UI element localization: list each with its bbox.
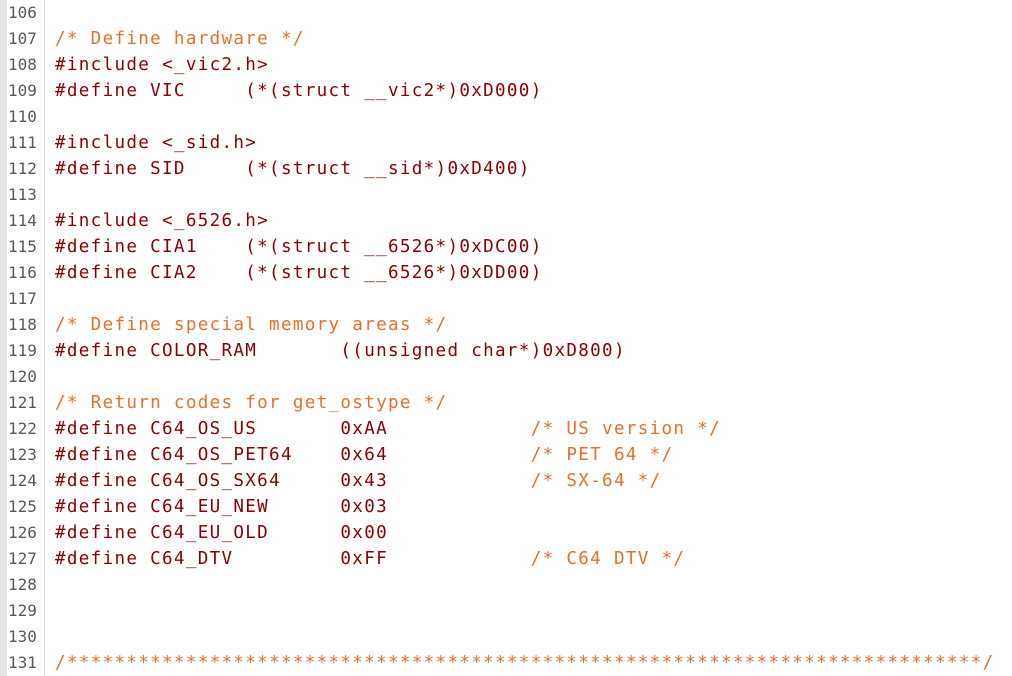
line-number: 113	[8, 185, 37, 204]
preprocessor-text: #define SID (*(struct __sid*)0xD400)	[55, 159, 531, 179]
line-number: 123	[8, 445, 37, 464]
preprocessor-text: #define C64_EU_NEW 0x03	[55, 497, 388, 517]
line-content[interactable]: #define C64_DTV 0xFF /* C64 DTV */	[55, 546, 685, 572]
line-number: 112	[8, 159, 37, 178]
editor-margin	[0, 0, 7, 676]
line-number: 107	[8, 29, 37, 48]
code-line[interactable]: 123 #define C64_OS_PET64 0x64 /* PET 64 *…	[0, 442, 1012, 468]
code-line[interactable]: 108 #include <_vic2.h>	[0, 52, 1012, 78]
line-number: 118	[8, 315, 37, 334]
code-line[interactable]: 127 #define C64_DTV 0xFF /* C64 DTV */	[0, 546, 1012, 572]
code-line[interactable]: 125 #define C64_EU_NEW 0x03	[0, 494, 1012, 520]
line-number: 106	[8, 3, 37, 22]
comment-text: /***************************************…	[55, 653, 995, 673]
line-number: 130	[8, 627, 37, 646]
line-number: 126	[8, 523, 37, 542]
line-content[interactable]: #define C64_EU_NEW 0x03	[55, 494, 388, 520]
line-content[interactable]: #include <_sid.h>	[55, 130, 257, 156]
line-number: 109	[8, 81, 37, 100]
preprocessor-text: #define CIA2 (*(struct __6526*)0xDD00)	[55, 263, 543, 283]
line-number: 110	[8, 107, 37, 126]
preprocessor-text: #define C64_EU_OLD 0x00	[55, 523, 388, 543]
line-number: 124	[8, 471, 37, 490]
code-line[interactable]: 109 #define VIC (*(struct __vic2*)0xD000)	[0, 78, 1012, 104]
code-line[interactable]: 121 /* Return codes for get_ostype */	[0, 390, 1012, 416]
preprocessor-text: #define C64_OS_PET64 0x64	[55, 445, 531, 465]
code-line[interactable]: 106	[0, 0, 1012, 26]
trailing-comment: /* US version */	[530, 419, 721, 439]
line-number: 125	[8, 497, 37, 516]
line-number: 111	[8, 133, 37, 152]
line-content[interactable]: /* Define hardware */	[55, 26, 305, 52]
code-line[interactable]: 107 /* Define hardware */	[0, 26, 1012, 52]
line-content[interactable]: #define SID (*(struct __sid*)0xD400)	[55, 156, 531, 182]
line-number: 114	[8, 211, 37, 230]
code-line[interactable]: 119 #define COLOR_RAM ((unsigned char*)0x…	[0, 338, 1012, 364]
trailing-comment: /* C64 DTV */	[530, 549, 686, 569]
code-line[interactable]: 111 #include <_sid.h>	[0, 130, 1012, 156]
trailing-comment: /* PET 64 */	[530, 445, 674, 465]
line-content[interactable]: #include <_6526.h>	[55, 208, 269, 234]
line-content[interactable]: #define C64_OS_PET64 0x64 /* PET 64 */	[55, 442, 673, 468]
line-number-gutter	[7, 0, 45, 676]
line-content[interactable]: /* Define special memory areas */	[55, 312, 447, 338]
line-content[interactable]: #define C64_OS_SX64 0x43 /* SX-64 */	[55, 468, 662, 494]
line-content[interactable]: #define C64_OS_US 0xAA /* US version */	[55, 416, 721, 442]
comment-text: /* Define hardware */	[55, 29, 305, 49]
comment-text: /* Define special memory areas */	[55, 315, 448, 335]
comment-text: /* Return codes for get_ostype */	[55, 393, 448, 413]
line-number: 117	[8, 289, 37, 308]
preprocessor-text: #include <_sid.h>	[55, 133, 258, 153]
line-number: 119	[8, 341, 37, 360]
line-number: 122	[8, 419, 37, 438]
line-content[interactable]: #include <_vic2.h>	[55, 52, 269, 78]
preprocessor-text: #define VIC (*(struct __vic2*)0xD000)	[55, 81, 543, 101]
preprocessor-text: #include <_6526.h>	[55, 211, 270, 231]
line-content[interactable]: #define CIA2 (*(struct __6526*)0xDD00)	[55, 260, 543, 286]
trailing-comment: /* SX-64 */	[530, 471, 662, 491]
line-number: 129	[8, 601, 37, 620]
line-content[interactable]: /* Return codes for get_ostype */	[55, 390, 447, 416]
line-content[interactable]: /***************************************…	[55, 650, 995, 676]
code-line[interactable]: 128	[0, 572, 1012, 598]
preprocessor-text: #define COLOR_RAM ((unsigned char*)0xD80…	[55, 341, 626, 361]
preprocessor-text: #include <_vic2.h>	[55, 55, 270, 75]
code-line[interactable]: 124 #define C64_OS_SX64 0x43 /* SX-64 */	[0, 468, 1012, 494]
line-number: 108	[8, 55, 37, 74]
code-line[interactable]: 114 #include <_6526.h>	[0, 208, 1012, 234]
line-number: 121	[8, 393, 37, 412]
code-line[interactable]: 129	[0, 598, 1012, 624]
code-line[interactable]: 120	[0, 364, 1012, 390]
line-content[interactable]: #define VIC (*(struct __vic2*)0xD000)	[55, 78, 543, 104]
line-number: 131	[8, 653, 37, 672]
code-line[interactable]: 122 #define C64_OS_US 0xAA /* US version …	[0, 416, 1012, 442]
line-number: 115	[8, 237, 37, 256]
line-number: 120	[8, 367, 37, 386]
line-content[interactable]: #define C64_EU_OLD 0x00	[55, 520, 388, 546]
code-line[interactable]: 131 /************************************…	[0, 650, 1012, 676]
code-line[interactable]: 110	[0, 104, 1012, 130]
preprocessor-text: #define C64_OS_SX64 0x43	[55, 471, 531, 491]
preprocessor-text: #define CIA1 (*(struct __6526*)0xDC00)	[55, 237, 543, 257]
line-number: 116	[8, 263, 37, 282]
line-content[interactable]: #define CIA1 (*(struct __6526*)0xDC00)	[55, 234, 543, 260]
preprocessor-text: #define C64_DTV 0xFF	[55, 549, 531, 569]
code-line[interactable]: 112 #define SID (*(struct __sid*)0xD400)	[0, 156, 1012, 182]
code-line[interactable]: 126 #define C64_EU_OLD 0x00	[0, 520, 1012, 546]
line-number: 127	[8, 549, 37, 568]
line-content[interactable]: #define COLOR_RAM ((unsigned char*)0xD80…	[55, 338, 626, 364]
code-line[interactable]: 113	[0, 182, 1012, 208]
line-number: 128	[8, 575, 37, 594]
code-line[interactable]: 116 #define CIA2 (*(struct __6526*)0xDD00…	[0, 260, 1012, 286]
code-line[interactable]: 130	[0, 624, 1012, 650]
preprocessor-text: #define C64_OS_US 0xAA	[55, 419, 531, 439]
code-line[interactable]: 118 /* Define special memory areas */	[0, 312, 1012, 338]
code-line[interactable]: 117	[0, 286, 1012, 312]
code-line[interactable]: 115 #define CIA1 (*(struct __6526*)0xDC00…	[0, 234, 1012, 260]
